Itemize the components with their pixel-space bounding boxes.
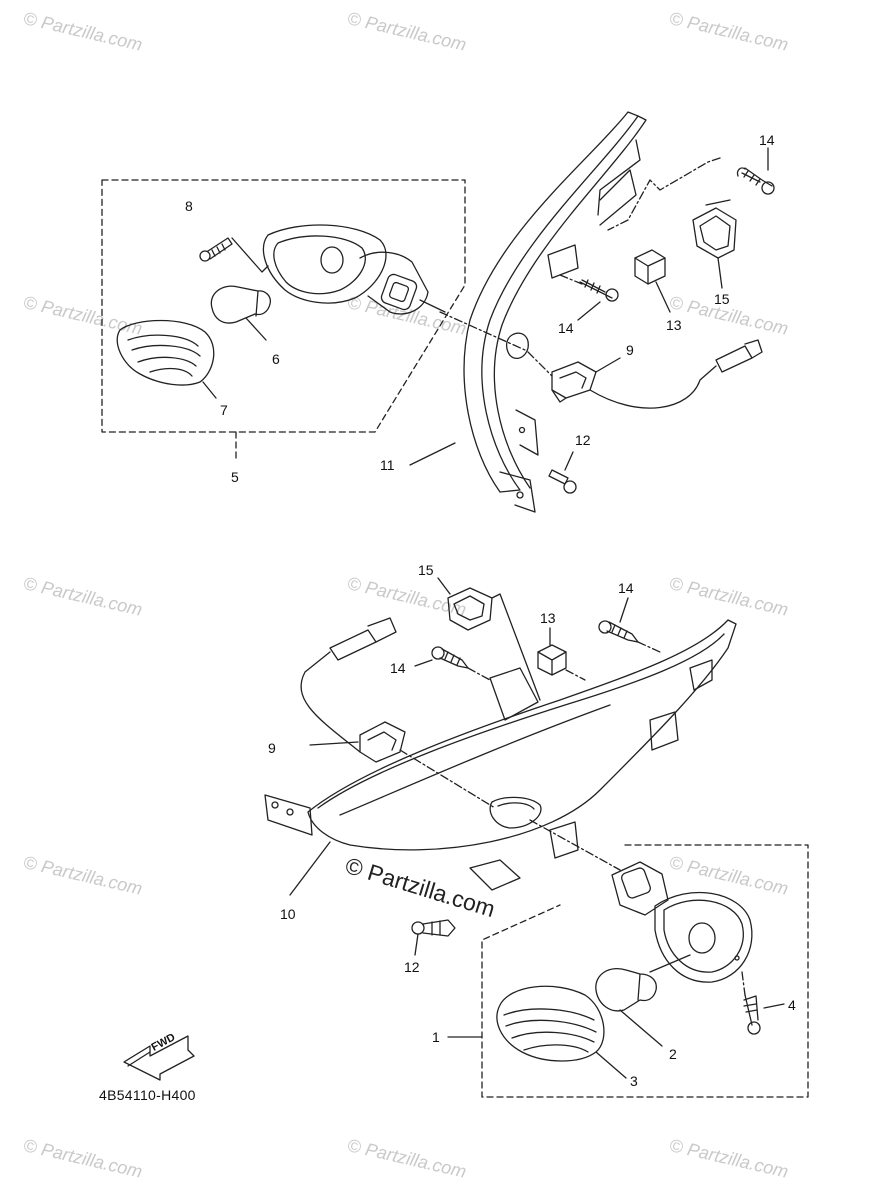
callout-2: 2 bbox=[669, 1046, 677, 1062]
callout-13: 13 bbox=[540, 610, 556, 626]
screw-14-icon bbox=[414, 646, 491, 681]
callout-8: 8 bbox=[185, 198, 193, 214]
bulb-6-icon bbox=[210, 285, 271, 341]
bulb-2-icon bbox=[595, 954, 691, 1047]
callout-7: 7 bbox=[220, 402, 228, 418]
bracket-11-icon bbox=[409, 111, 647, 513]
nut-13-icon bbox=[634, 249, 671, 313]
callout-15: 15 bbox=[418, 562, 434, 578]
callout-9: 9 bbox=[268, 740, 276, 756]
screw-14-icon bbox=[559, 274, 619, 321]
callout-4: 4 bbox=[788, 997, 796, 1013]
callout-14: 14 bbox=[390, 660, 406, 676]
bolt-12-icon bbox=[548, 451, 577, 494]
callout-9: 9 bbox=[626, 342, 634, 358]
callout-6: 6 bbox=[272, 351, 280, 367]
socket-9-icon bbox=[551, 339, 763, 409]
callout-13: 13 bbox=[666, 317, 682, 333]
turn-signal-housing-icon bbox=[262, 224, 446, 315]
screw-4-icon bbox=[741, 971, 785, 1035]
bracket-10-icon bbox=[264, 619, 737, 896]
screw-8-icon bbox=[199, 237, 269, 273]
callout-14: 14 bbox=[618, 580, 634, 596]
callout-10: 10 bbox=[280, 906, 296, 922]
callout-1: 1 bbox=[432, 1029, 440, 1045]
callout-11: 11 bbox=[380, 457, 395, 473]
screw-14-icon bbox=[736, 147, 775, 195]
turn-signal-housing-icon bbox=[611, 861, 753, 983]
lens-3-icon bbox=[496, 985, 627, 1079]
diagram-part-number: 4B54110-H400 bbox=[99, 1087, 196, 1103]
callout-5: 5 bbox=[231, 469, 239, 485]
fwd-arrow-icon bbox=[123, 1035, 195, 1081]
assembly-box-1 bbox=[481, 844, 809, 1098]
callout-14: 14 bbox=[558, 320, 574, 336]
callout-12: 12 bbox=[404, 959, 420, 975]
callout-14: 14 bbox=[759, 132, 775, 148]
socket-9-icon bbox=[300, 617, 406, 763]
clip-15-icon bbox=[437, 577, 541, 701]
screw-14-icon bbox=[598, 597, 661, 653]
bolt-12-icon bbox=[411, 919, 456, 956]
callout-3: 3 bbox=[630, 1073, 638, 1089]
lens-7-icon bbox=[116, 319, 217, 399]
assembly-box-5 bbox=[101, 179, 466, 433]
callout-12: 12 bbox=[575, 432, 591, 448]
callout-15: 15 bbox=[714, 291, 730, 307]
nut-13-icon bbox=[537, 627, 586, 681]
clip-15-icon bbox=[692, 199, 737, 289]
